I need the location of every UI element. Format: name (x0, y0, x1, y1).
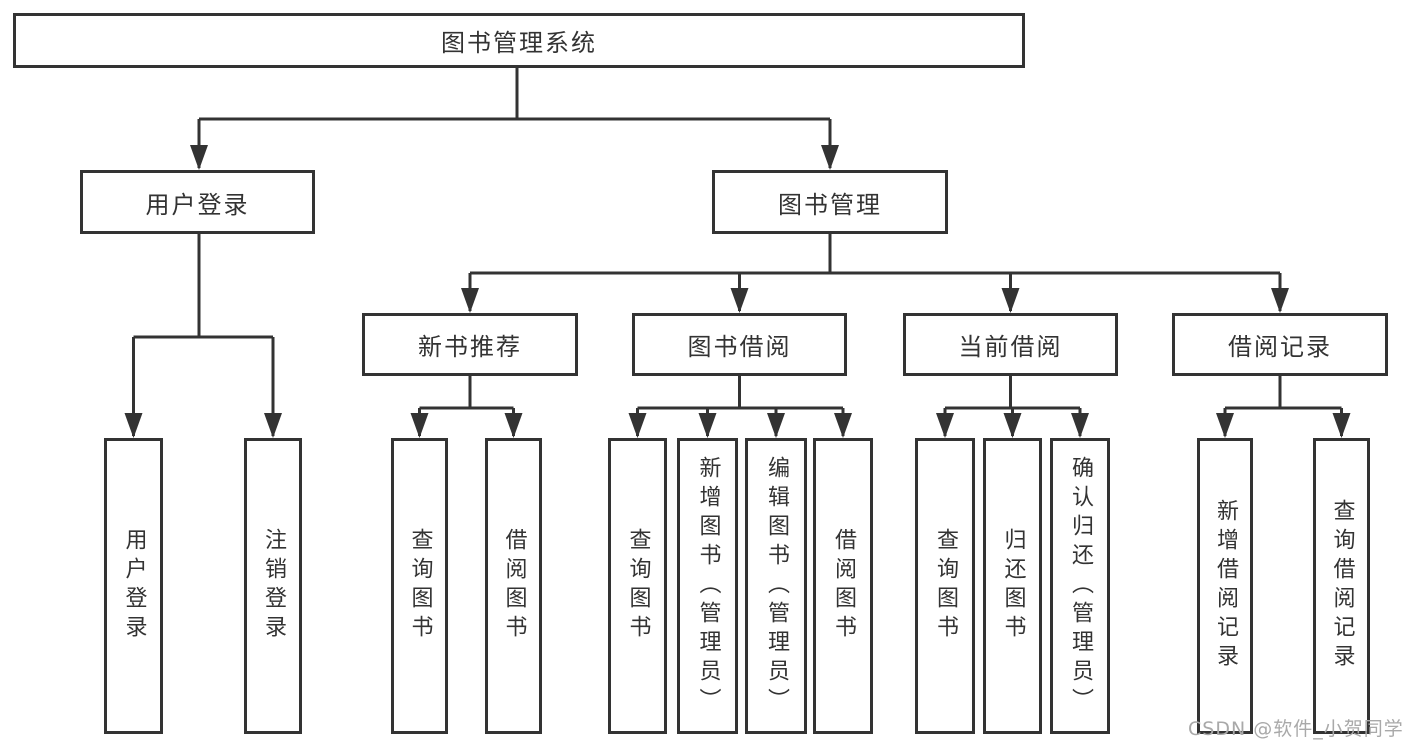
arrow-down-icon (1001, 288, 1020, 313)
arrow-down-icon (124, 413, 143, 438)
connector-bookmgmt-to-level3 (468, 234, 1282, 311)
arrow-down-icon (1271, 288, 1289, 313)
node-label: 借阅记录 (1228, 333, 1332, 361)
node-leaf-return-books: 归还图书 (983, 438, 1042, 734)
arrow-down-icon (1216, 413, 1234, 438)
connector-records-to-leaves (1223, 376, 1343, 436)
connector-userlogin-to-leaves (132, 234, 275, 436)
node-leaf-edit-books-admin: 编辑图书（管理员） (745, 438, 807, 734)
arrow-down-icon (821, 145, 839, 170)
node-label: 用户登录 (145, 190, 250, 219)
node-label: 查询图书 (933, 528, 958, 644)
arrow-down-icon (1003, 413, 1022, 438)
node-label: 新书推荐 (418, 333, 522, 361)
node-label: 归还图书 (1000, 528, 1026, 644)
arrow-down-icon (190, 145, 208, 170)
arrow-down-icon (410, 413, 429, 438)
node-borrowing-records: 借阅记录 (1172, 313, 1388, 376)
arrow-down-icon (698, 413, 717, 438)
node-label: 编辑图书（管理员） (764, 455, 789, 717)
node-leaf-query-books-current: 查询图书 (915, 438, 975, 734)
node-leaf-query-borrow-record: 查询借阅记录 (1313, 438, 1370, 734)
node-label: 查询图书 (407, 528, 433, 644)
node-label: 查询借阅记录 (1329, 499, 1355, 673)
node-label: 确认归还（管理员） (1068, 455, 1093, 717)
node-label: 图书借阅 (687, 333, 792, 361)
node-label: 查询图书 (625, 528, 651, 644)
node-leaf-borrow-books-recommend: 借阅图书 (485, 438, 542, 734)
node-label: 借阅图书 (831, 528, 856, 644)
node-library-system-root: 图书管理系统 (13, 13, 1025, 68)
connector-borrowing-to-leaves (636, 376, 845, 436)
node-label: 新增借阅记录 (1213, 499, 1238, 673)
node-user-login-module: 用户登录 (80, 170, 315, 234)
arrow-down-icon (834, 413, 852, 438)
node-label: 注销登录 (261, 528, 286, 644)
arrow-down-icon (1332, 413, 1351, 438)
arrow-down-icon (461, 288, 479, 313)
arrow-down-icon (264, 413, 282, 438)
node-label: 用户登录 (121, 528, 147, 644)
node-leaf-confirm-return-admin: 确认归还（管理员） (1050, 438, 1110, 734)
arrow-down-icon (628, 413, 647, 438)
node-label: 当前借阅 (958, 333, 1063, 361)
node-book-borrowing: 图书借阅 (632, 313, 847, 376)
node-leaf-query-books-recommend: 查询图书 (391, 438, 448, 734)
node-leaf-query-books-borrowing: 查询图书 (608, 438, 667, 734)
arrow-down-icon (767, 413, 785, 438)
node-label: 新增图书（管理员） (695, 455, 721, 717)
csdn-watermark: CSDN @软件_小贺同学 (1188, 718, 1404, 740)
node-leaf-user-login: 用户登录 (104, 438, 163, 734)
node-new-book-recommendation: 新书推荐 (362, 313, 578, 376)
node-book-management-module: 图书管理 (712, 170, 948, 234)
node-leaf-logout: 注销登录 (244, 438, 302, 734)
arrow-down-icon (504, 413, 523, 438)
connector-root-to-level2 (197, 68, 832, 168)
arrow-down-icon (936, 413, 954, 438)
node-current-borrowing: 当前借阅 (903, 313, 1118, 376)
node-leaf-add-books-admin: 新增图书（管理员） (677, 438, 738, 734)
arrow-down-icon (1071, 413, 1089, 438)
node-label: 图书管理系统 (441, 29, 597, 57)
node-leaf-borrow-books: 借阅图书 (813, 438, 873, 734)
connector-newbook-to-leaves (418, 376, 515, 436)
arrow-down-icon (730, 288, 749, 313)
node-label: 借阅图书 (501, 528, 527, 644)
connector-current-to-leaves (943, 376, 1082, 436)
node-label: 图书管理 (778, 190, 882, 219)
node-leaf-add-borrow-record: 新增借阅记录 (1197, 438, 1253, 734)
